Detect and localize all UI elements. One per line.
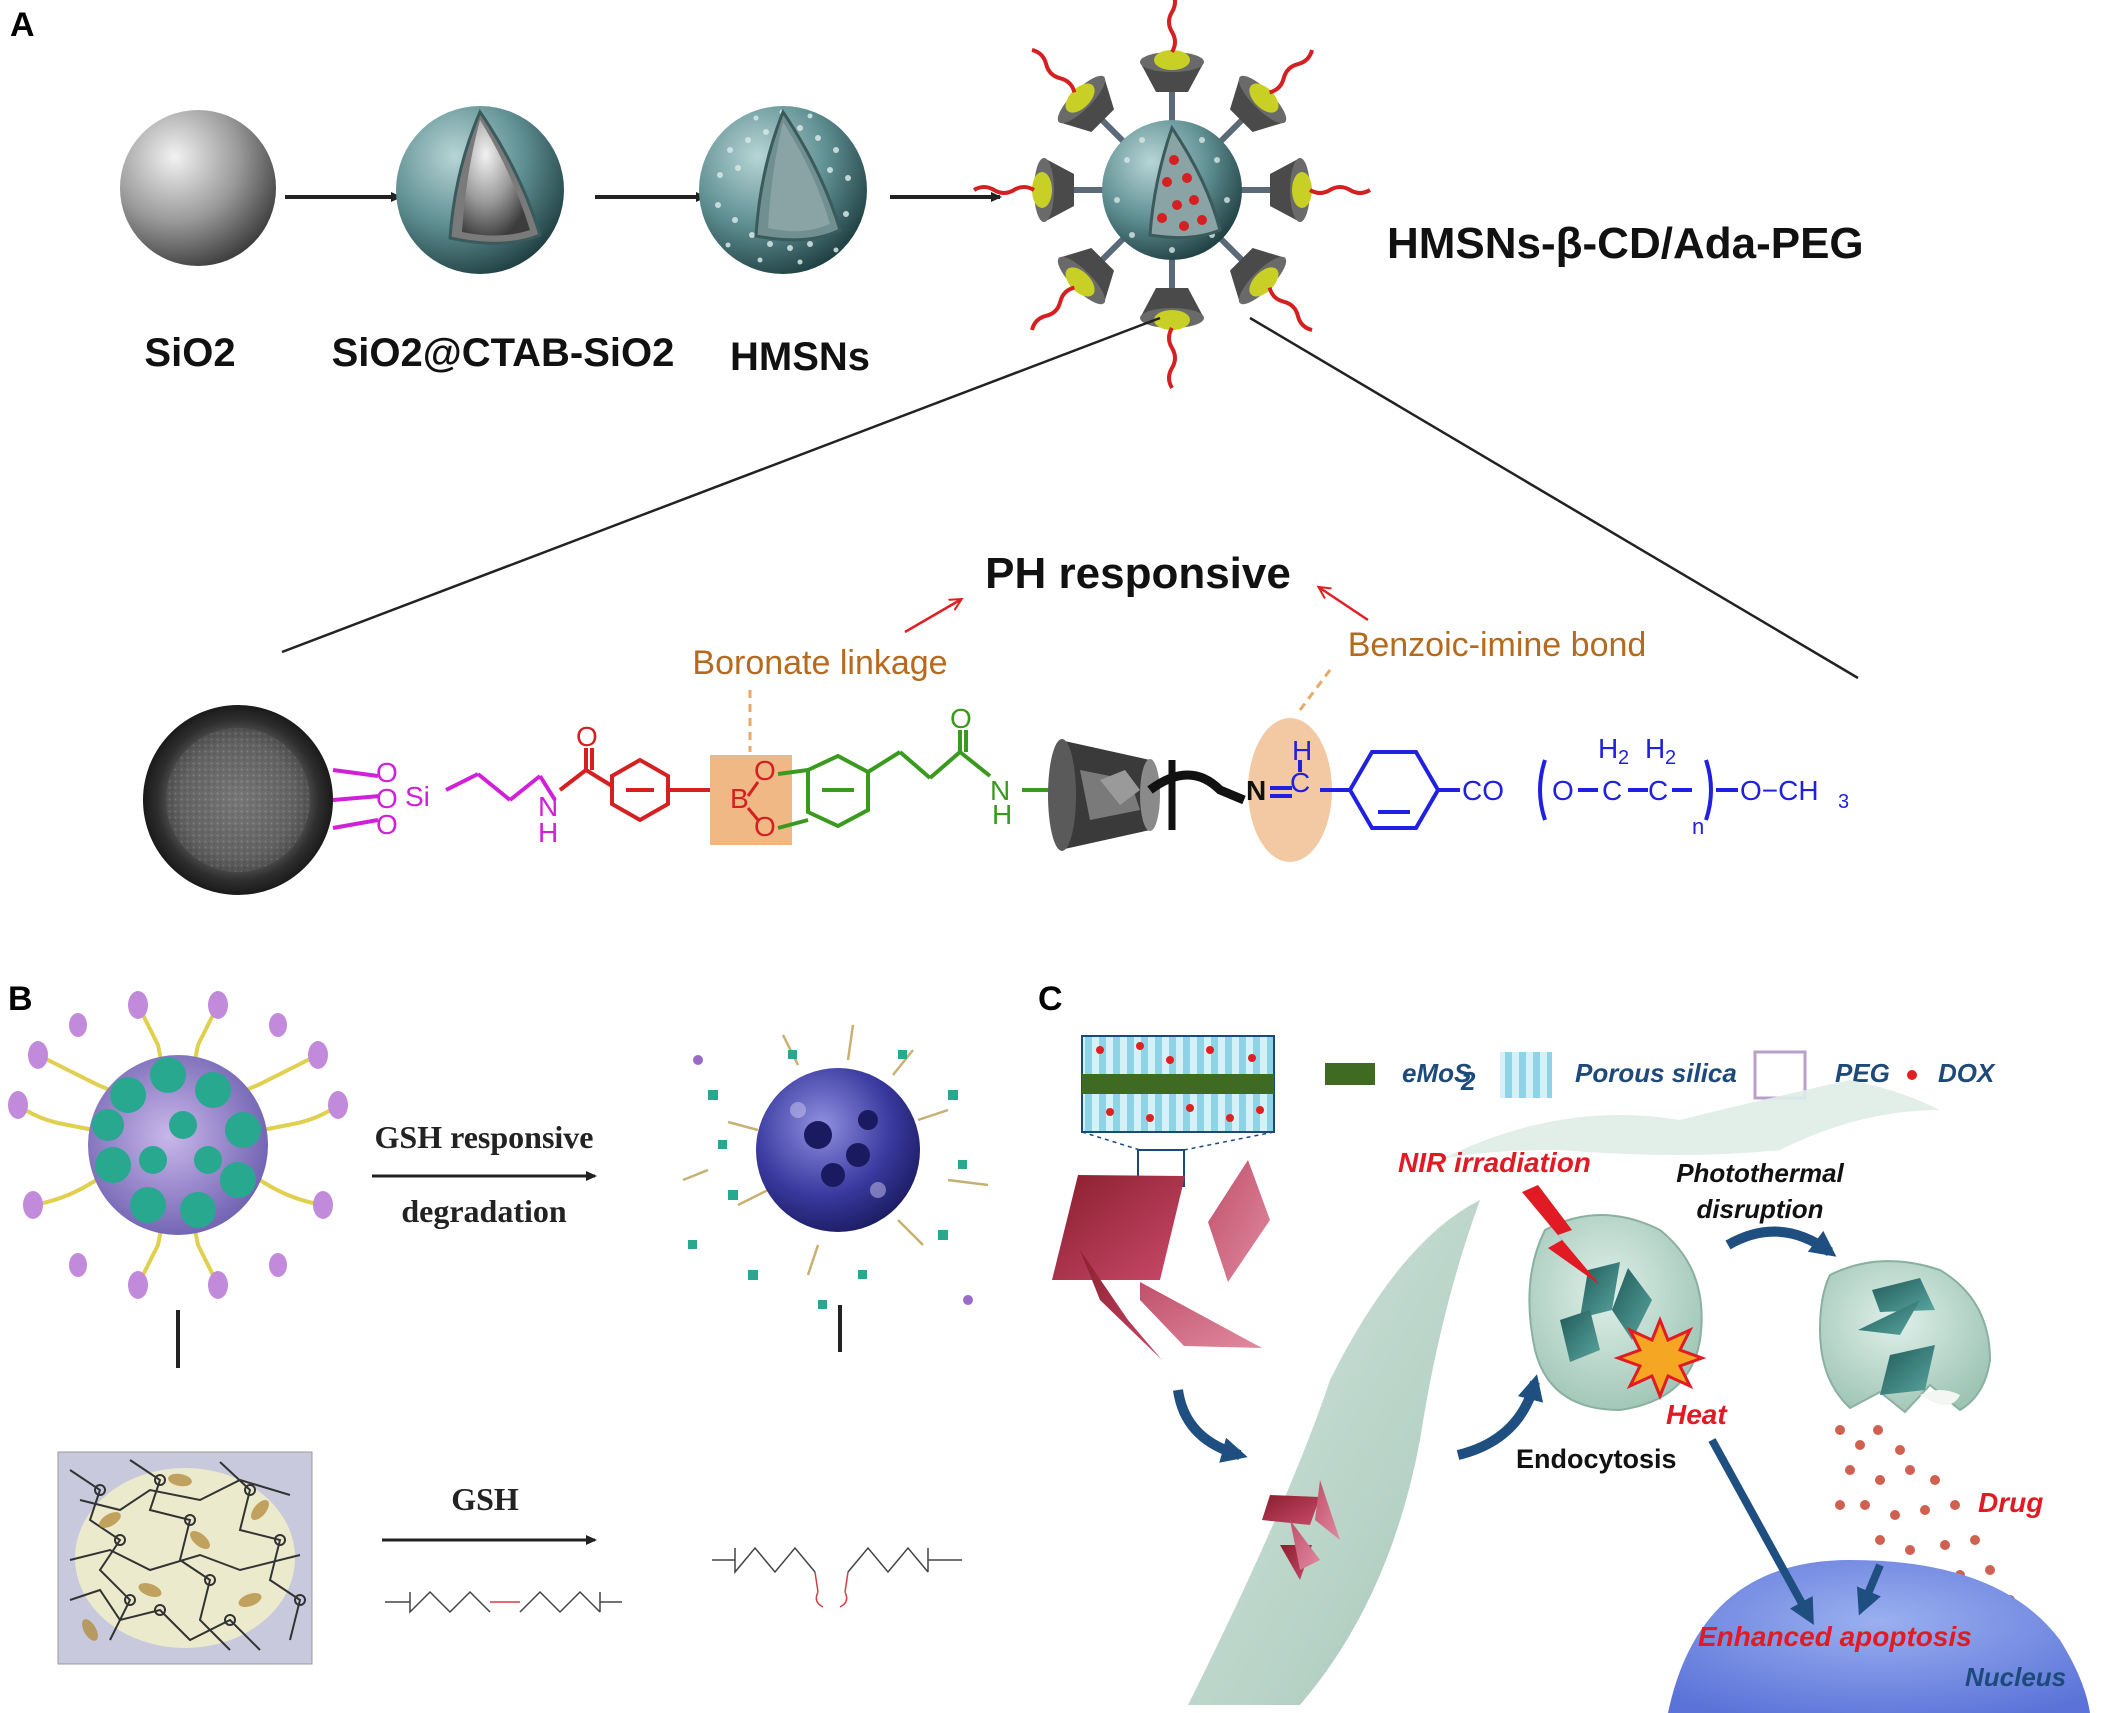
label-product: HMSNs-β-CD/Ada-PEG: [1387, 219, 1864, 268]
cleaved-linker: [712, 1546, 962, 1608]
chem-c-3: C: [1648, 775, 1668, 806]
arrow-heat-to-nucleus: [1708, 1438, 1814, 1626]
chem-o-1: O: [376, 757, 398, 788]
panel-b-letter: B: [8, 980, 33, 1018]
ruptured-endosome: [1818, 1260, 1992, 1414]
chem-h2-1: H: [1598, 733, 1618, 764]
sheet-cross-section: [1081, 1035, 1275, 1187]
endocytosis-label: Endocytosis: [1516, 1444, 1677, 1474]
hmsn-sphere: [699, 106, 867, 274]
legend-silica-swatch: [1500, 1052, 1552, 1098]
legend-porous-silica: Porous silica: [1575, 1058, 1737, 1088]
cyclodextrin-cone: [1048, 739, 1160, 851]
chem-n-1: N: [538, 791, 558, 822]
arrow-disruption: [1725, 1226, 1837, 1257]
cyclodextrin-caps: [972, 0, 1372, 390]
molecular-structure: O O O Si N H O B O O: [143, 703, 1849, 895]
degradation-label: degradation: [401, 1193, 567, 1229]
panel-a-letter: A: [10, 6, 35, 44]
disulfide-linker-intact: [385, 1590, 622, 1614]
chem-c-1: C: [1290, 767, 1310, 798]
legend-dox-dot: [1907, 1070, 1917, 1080]
gsh-label: GSH: [451, 1481, 519, 1517]
membrane-top: [1440, 1080, 1940, 1160]
label-hmsns: HMSNs: [730, 335, 870, 379]
legend-emos2-sub: 2: [1460, 1066, 1476, 1096]
boronate-box: [710, 755, 792, 845]
chem-h-2: H: [992, 799, 1012, 830]
silica-network: [57, 1451, 313, 1665]
chem-n-3: N: [1246, 775, 1266, 806]
chem-h2-2-sub: 2: [1665, 747, 1676, 769]
legend-peg-swatch: [1753, 1050, 1807, 1100]
ph-responsive-title: PH responsive: [985, 549, 1291, 598]
panel-c-letter: C: [1038, 980, 1063, 1018]
chem-o-3: O: [376, 809, 398, 840]
chem-o-5: O: [754, 755, 776, 786]
functionalized-nanoparticle: [972, 0, 1372, 390]
red-arrow-right: [1320, 588, 1369, 622]
chem-och3: O−CH: [1740, 775, 1819, 806]
chem-co: CO: [1462, 775, 1504, 806]
arrow-endocytosis: [1456, 1374, 1544, 1460]
chem-o-4: O: [576, 721, 598, 752]
label-sio2-ctab: SiO2@CTAB-SiO2: [332, 331, 675, 375]
arrow-to-cell: [1173, 1389, 1248, 1463]
nir-irradiation-label: NIR irradiation: [1398, 1147, 1591, 1178]
photothermal-label-1: Photothermal: [1676, 1158, 1844, 1188]
chem-h2-2: H: [1645, 733, 1665, 764]
chem-o-7: O: [950, 703, 972, 734]
arrow-drug-to-nucleus: [1856, 1563, 1884, 1616]
chem-och3-sub: 3: [1838, 791, 1849, 813]
degraded-nanoparticle: [682, 1024, 989, 1309]
red-arrow-left: [904, 600, 960, 634]
legend-emos2-swatch: [1325, 1063, 1375, 1085]
benzoic-imine-label: Benzoic-imine bond: [1348, 626, 1647, 664]
panel-c: C eMoS 2 Porous silica PEG DOX: [1038, 980, 2090, 1713]
chem-n-subscript: n: [1692, 814, 1704, 839]
gsh-responsive-label: GSH responsive: [375, 1119, 594, 1155]
enhanced-apoptosis-label: Enhanced apoptosis: [1698, 1621, 1972, 1652]
sio2-sphere: [120, 110, 276, 266]
heat-burst-icon: [1613, 1315, 1707, 1401]
chem-o-2: O: [376, 783, 398, 814]
intact-nanoparticle: [8, 991, 348, 1299]
drug-particles: [1835, 1425, 2015, 1605]
panel-b: B: [8, 980, 989, 1665]
legend-emos2: eMoS: [1402, 1058, 1472, 1088]
cell-membrane: [1188, 1200, 1480, 1705]
mos2-sheets: [1052, 1160, 1270, 1360]
zoom-line-right: [1249, 316, 1859, 680]
panel-a: A: [10, 0, 1864, 895]
chem-c-2: C: [1602, 775, 1622, 806]
chem-n-2: N: [990, 775, 1010, 806]
chem-b: B: [730, 783, 749, 814]
chem-si: Si: [405, 781, 430, 812]
legend-dox: DOX: [1938, 1058, 1996, 1088]
nir-lightning-icon: [1522, 1185, 1600, 1285]
chem-h-1: H: [538, 817, 558, 848]
zoom-line-left: [281, 316, 1161, 654]
label-sio2: SiO2: [144, 331, 235, 375]
drug-label: Drug: [1978, 1487, 2043, 1518]
nucleus: [1668, 1560, 2090, 1713]
benzoic-dash: [1298, 669, 1332, 711]
chem-h-3: H: [1292, 735, 1312, 766]
heat-label: Heat: [1666, 1399, 1728, 1430]
chem-o-6: O: [754, 811, 776, 842]
chem-h2-1-sub: 2: [1618, 747, 1629, 769]
photothermal-label-2: disruption: [1696, 1194, 1823, 1224]
internalized-sheets: [1262, 1480, 1340, 1580]
boronate-linkage-label: Boronate linkage: [692, 644, 947, 682]
core-shell-sphere: [396, 106, 564, 274]
chem-o-8: O: [1552, 775, 1574, 806]
nucleus-label: Nucleus: [1965, 1662, 2066, 1692]
legend: eMoS 2 Porous silica PEG DOX: [1325, 1050, 1996, 1100]
